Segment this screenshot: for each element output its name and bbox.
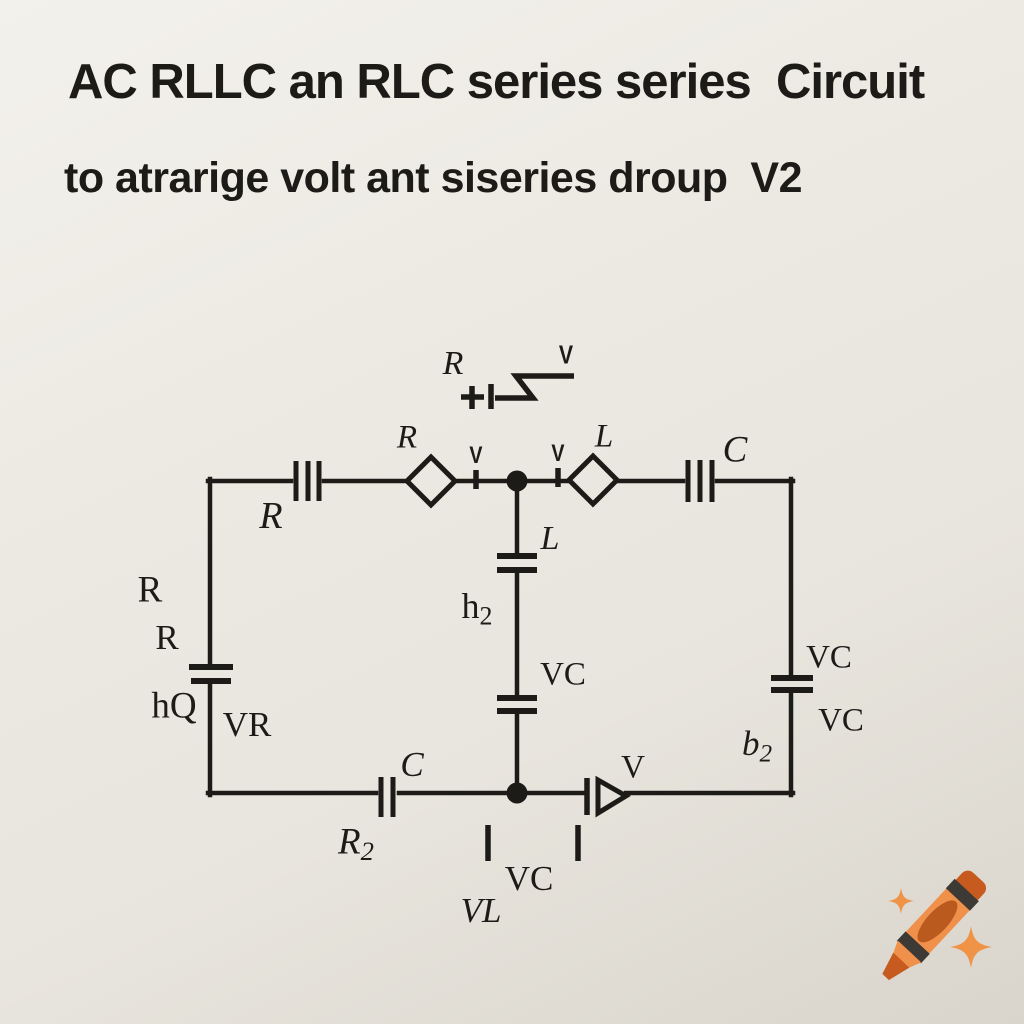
left-branch-hq-label: hQ xyxy=(151,685,197,727)
junction-dot-bottom xyxy=(506,782,528,804)
capacitor-middle-lower xyxy=(497,695,537,714)
diamond-element-right xyxy=(565,452,621,508)
title-line-2: to atrarige volt ant siseries droup V2 xyxy=(64,154,803,202)
right-probe-label: V xyxy=(551,440,565,467)
sparkle-icon xyxy=(950,926,992,968)
top-left-capacitor-label: R xyxy=(259,495,283,537)
right-diamond-label: L xyxy=(594,418,614,455)
middle-branch-vc-label: VC xyxy=(540,656,586,693)
left-branch-r-upper-label: R xyxy=(137,569,163,611)
junction-dot-top xyxy=(506,470,528,492)
capacitor-top-left xyxy=(293,461,322,501)
capacitor-bottom xyxy=(378,777,396,817)
bottom-diode-v-label: V xyxy=(621,749,645,786)
diode-symbol xyxy=(584,775,631,818)
image-title-block: AC RLLC an RLC series series Circuit to … xyxy=(64,22,925,236)
title-line-1: AC RLLC an RLC series series Circuit xyxy=(68,55,925,109)
diamond-element-left xyxy=(403,453,459,509)
left-diamond-label: R xyxy=(396,419,418,456)
capacitor-middle-upper xyxy=(497,553,537,573)
top-right-capacitor-label: C xyxy=(722,429,748,471)
bottom-r2-label: R2 xyxy=(338,821,374,867)
left-branch-vr-label: VR xyxy=(222,705,272,744)
middle-branch-l-label: L xyxy=(540,520,560,557)
circuit-wires xyxy=(205,476,796,798)
right-branch-vc-bottom-label: VC xyxy=(818,702,864,739)
floating-r-label: R xyxy=(442,345,464,382)
left-probe-label: V xyxy=(469,442,483,469)
bottom-vl-label: VL xyxy=(460,891,502,930)
capacitor-right-branch xyxy=(771,675,813,693)
crayon-logo-icon xyxy=(882,870,992,981)
right-branch-vc-top-label: VC xyxy=(806,639,852,676)
floating-v-label: V xyxy=(558,339,574,370)
floating-source-symbol xyxy=(461,373,574,409)
bottom-capacitor-label: C xyxy=(400,745,424,784)
bottom-vc-label: VC xyxy=(504,859,554,898)
capacitor-top-right xyxy=(685,460,715,502)
left-branch-r-lower-label: R xyxy=(155,618,179,657)
middle-branch-h2-label: h2 xyxy=(461,586,493,631)
right-branch-b2-label: b2 xyxy=(741,724,773,768)
capacitor-left-branch xyxy=(189,664,233,684)
sparkle-icon xyxy=(888,888,914,914)
